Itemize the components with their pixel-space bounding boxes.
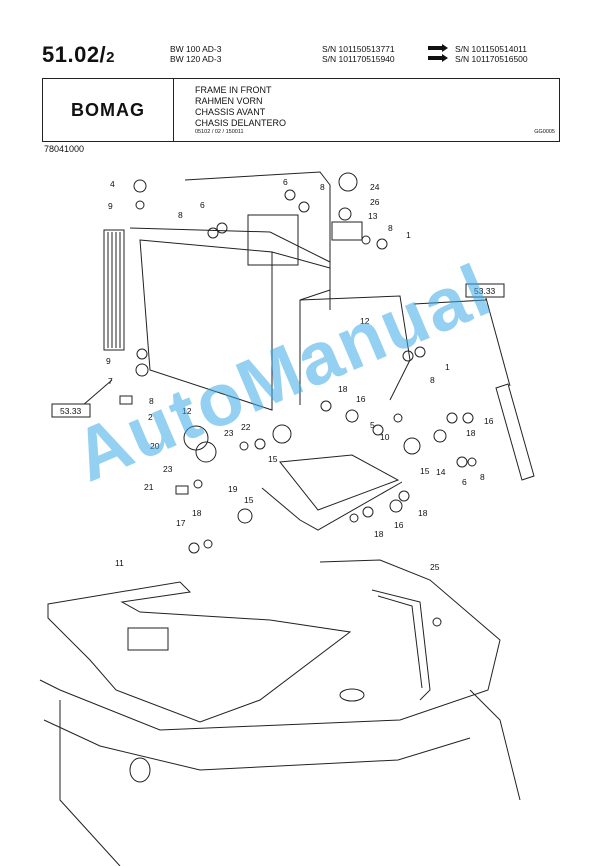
callout: 19 (228, 484, 238, 494)
callout: 6 (462, 477, 467, 487)
callout: 18 (192, 508, 202, 518)
callout: 8 (178, 210, 183, 220)
callout: 12 (360, 316, 370, 326)
title-en: FRAME IN FRONT (195, 85, 272, 95)
serial-from-2: S/N 101170515940 (322, 54, 395, 64)
serial-arrow-icon (428, 54, 448, 62)
callout: 8 (149, 396, 154, 406)
callout-labels: 1 1 2 4 5 6 6 6 7 8 8 8 8 8 8 9 9 10 11 … (106, 177, 494, 572)
bomag-logo: BOMAG (71, 99, 145, 120)
lower-plate-edge (261, 481, 403, 531)
callout: 23 (224, 428, 234, 438)
serial-to-1: S/N 101150514011 (455, 44, 527, 54)
reference-code: GG0005 (534, 129, 555, 135)
callout: 18 (418, 508, 428, 518)
page-number: 51.02/2 (42, 42, 115, 68)
callout: 9 (106, 356, 111, 366)
callout: 26 (370, 197, 380, 207)
callout: 16 (356, 394, 366, 404)
callout: 13 (368, 211, 378, 221)
serial-arrow-icon (428, 44, 448, 52)
title-block: BOMAG FRAME IN FRONT RAHMEN VORN CHASSIS… (42, 78, 560, 142)
serial-from-list: S/N 101150513771 S/N 101170515940 (322, 44, 395, 64)
frame-bracket (299, 295, 411, 401)
callout: 17 (176, 518, 186, 528)
callout: 15 (268, 454, 278, 464)
callout: 9 (108, 201, 113, 211)
title-fr: CHASSIS AVANT (195, 107, 266, 117)
exploded-diagram: 53.33 53.33 1 1 2 4 5 6 6 6 7 8 8 8 8 8 … (39, 171, 535, 866)
callout: 18 (338, 384, 348, 394)
callout: 2 (148, 412, 153, 422)
frame-top-plate (129, 227, 331, 263)
model-1: BW 100 AD-3 (170, 44, 222, 54)
reference-boxes: 53.33 53.33 (51, 283, 505, 418)
ref-box-label: 53.33 (474, 286, 496, 296)
lower-plate (279, 454, 400, 511)
callout: 1 (406, 230, 411, 240)
serial-to-2: S/N 101170516500 (455, 54, 528, 64)
ref-box-label: 53.33 (60, 406, 82, 416)
callout: 12 (182, 406, 192, 416)
chassis-outline (39, 559, 501, 731)
serial-to-list: S/N 101150514011 S/N 101170516500 (455, 44, 528, 64)
callout: 14 (436, 467, 446, 477)
frame-side-panel (139, 239, 273, 411)
part-number: 78041000 (44, 144, 85, 154)
ref-box (51, 403, 91, 418)
callout: 18 (374, 529, 384, 539)
callout: 5 (370, 420, 375, 430)
callout: 16 (394, 520, 404, 530)
floor-plate-cutout (127, 627, 169, 651)
title-list: FRAME IN FRONT RAHMEN VORN CHASSIS AVANT… (195, 85, 286, 129)
callout: 8 (430, 375, 435, 385)
callout: 25 (430, 562, 440, 572)
model-2: BW 120 AD-3 (170, 54, 222, 64)
serial-from-1: S/N 101150513771 (322, 44, 395, 54)
arrow-icons (428, 44, 448, 62)
frame-right-panel (271, 251, 331, 405)
callout: 10 (380, 432, 390, 442)
callout: 22 (241, 422, 251, 432)
callout: 18 (466, 428, 476, 438)
title-de: RAHMEN VORN (195, 96, 263, 106)
callout: 1 (445, 362, 450, 372)
callout: 20 (150, 441, 160, 451)
callout: 8 (388, 223, 393, 233)
callout: 21 (144, 482, 154, 492)
callout: 8 (480, 472, 485, 482)
diagram-linework (39, 171, 535, 866)
reference-number: 05102 / 02 / 150011 (195, 129, 244, 135)
page-number-main: 51.02/ (42, 42, 107, 67)
model-list: BW 100 AD-3 BW 120 AD-3 (170, 44, 222, 64)
frame-top-edge (184, 171, 331, 310)
callout: 11 (115, 558, 124, 568)
callout: 16 (484, 416, 494, 426)
callout: 23 (163, 464, 173, 474)
callout: 24 (370, 182, 380, 192)
callout: 15 (244, 495, 254, 505)
callout: 15 (420, 466, 430, 476)
callout: 6 (200, 200, 205, 210)
left-grille (103, 229, 125, 351)
logo-cell: BOMAG (43, 79, 174, 141)
callout: 6 (283, 177, 288, 187)
right-grille (495, 383, 535, 481)
ref-box (465, 283, 505, 298)
floor-plate (47, 581, 352, 723)
page-number-sub: 2 (106, 49, 116, 66)
lever (371, 589, 431, 701)
frame-block (247, 214, 299, 266)
title-es: CHASIS DELANTERO (195, 118, 287, 128)
callout: 4 (110, 179, 115, 189)
callout: 8 (320, 182, 325, 192)
callout: 7 (108, 376, 113, 386)
